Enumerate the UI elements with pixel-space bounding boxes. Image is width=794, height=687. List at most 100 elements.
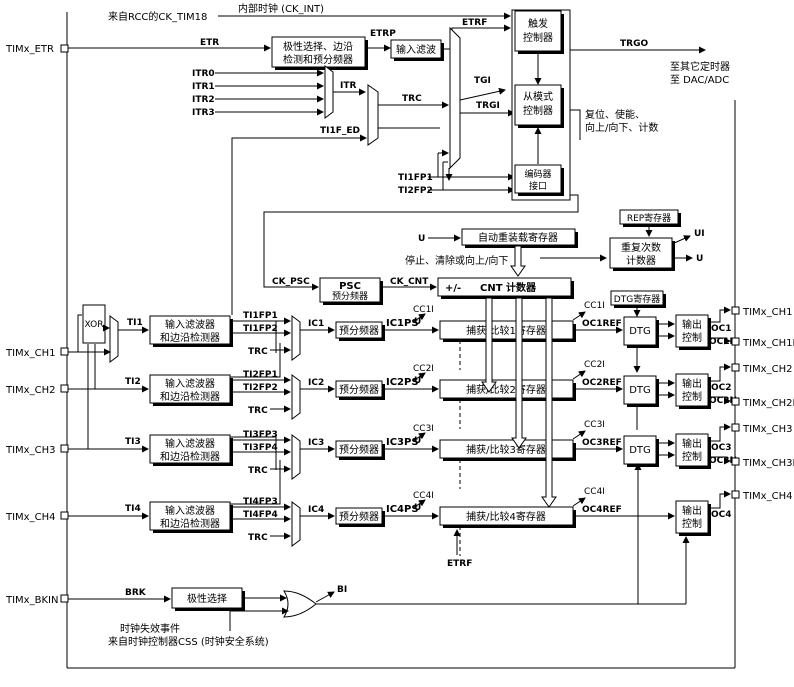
cc-label-4: 捕获/比较4寄存器 bbox=[466, 510, 546, 523]
oc-ch3: OC3 bbox=[711, 443, 732, 453]
svg-text:TIMx_CH1: TIMx_CH1 bbox=[742, 307, 792, 318]
cci-flag-ch4: CC4I bbox=[584, 487, 605, 497]
out-ch2-pin[interactable] bbox=[731, 363, 740, 372]
ch1-pin[interactable] bbox=[60, 347, 69, 356]
filter-label-2: 和边沿检测器 bbox=[160, 390, 220, 403]
prescaler-label-ch2: 预分频器 bbox=[339, 383, 379, 396]
svg-text:REP寄存器: REP寄存器 bbox=[627, 212, 671, 224]
fp-b-ch4: TI4FP4 bbox=[243, 510, 278, 520]
dtg-ch3 bbox=[623, 435, 657, 465]
repetition-counter: 重复次数 计数器 bbox=[609, 237, 675, 271]
svg-text:BI: BI bbox=[337, 585, 347, 595]
svg-text:TI1F_ED: TI1F_ED bbox=[320, 126, 360, 136]
ti1-mux bbox=[109, 315, 119, 363]
svg-text:自动重装载寄存器: 自动重装载寄存器 bbox=[478, 231, 558, 244]
svg-text:ITR2: ITR2 bbox=[192, 95, 215, 105]
svg-text:编码器: 编码器 bbox=[524, 168, 551, 180]
fp-b-ch2: TI2FP2 bbox=[243, 383, 278, 393]
svg-text:TIMx_CH1N: TIMx_CH1N bbox=[742, 338, 794, 349]
polarity-prescaler-block: 极性选择、边沿 检测和预分频器 bbox=[271, 36, 368, 70]
bkin-pin[interactable] bbox=[60, 594, 69, 603]
break-section: TIMx_BKIN BRK 极性选择 BI 时钟失效事件 来自时钟控制器CSS … bbox=[5, 463, 690, 648]
xor-gate bbox=[82, 304, 106, 344]
cc-label-3: 捕获/比较3寄存器 bbox=[466, 443, 546, 456]
trc-mux bbox=[367, 84, 379, 146]
svg-text:PSC: PSC bbox=[339, 281, 361, 292]
ch4-pin[interactable] bbox=[60, 511, 69, 520]
svg-text:TIMx_CH2: TIMx_CH2 bbox=[742, 364, 792, 375]
svg-text:TIMx_CH3N: TIMx_CH3N bbox=[742, 458, 794, 469]
svg-text:U: U bbox=[696, 254, 703, 264]
filter-label-1: 输入滤波器 bbox=[165, 437, 215, 450]
svg-text:+/-: +/- bbox=[445, 283, 461, 294]
outctrl-1-ch4: 输出 bbox=[682, 504, 702, 517]
outctrl-1-ch3: 输出 bbox=[682, 437, 702, 450]
psc-prescaler: PSC 预分频器 bbox=[319, 277, 383, 305]
svg-text:TRC: TRC bbox=[402, 94, 422, 104]
svg-text:向上/向下、计数: 向上/向下、计数 bbox=[585, 121, 658, 134]
svg-text:TIMx_CH3: TIMx_CH3 bbox=[742, 424, 792, 435]
out-ch3n-pin[interactable] bbox=[731, 457, 740, 466]
svg-text:接口: 接口 bbox=[529, 180, 547, 192]
input-filter-ch1 bbox=[149, 315, 231, 345]
svg-text:输入滤波: 输入滤波 bbox=[396, 43, 436, 56]
dtg-ch2 bbox=[623, 375, 657, 405]
fp-a-ch3: TI3FP3 bbox=[243, 430, 278, 440]
svg-text:预分频器: 预分频器 bbox=[332, 290, 368, 302]
output-control-ch1 bbox=[675, 314, 709, 348]
out-ch3-pin[interactable] bbox=[731, 423, 740, 432]
icps-ch3: IC3PS bbox=[386, 437, 419, 448]
outctrl-1-ch2: 输出 bbox=[682, 377, 702, 390]
u-ch1: U bbox=[414, 317, 421, 327]
svg-text:极性选择、边沿: 极性选择、边沿 bbox=[283, 40, 353, 53]
ic-mux-ch1 bbox=[291, 315, 301, 361]
svg-text:ITR0: ITR0 bbox=[192, 69, 215, 79]
out-ch1-pin[interactable] bbox=[731, 306, 740, 315]
svg-text:TI2FP2: TI2FP2 bbox=[398, 186, 433, 196]
fp-b-ch1: TI1FP2 bbox=[243, 324, 278, 334]
out-ch4-pin[interactable] bbox=[731, 490, 740, 499]
svg-text:TRGO: TRGO bbox=[620, 39, 648, 49]
trc-ch2: TRC bbox=[248, 406, 268, 416]
ic-ch3: IC3 bbox=[308, 438, 324, 448]
prescaler-label-ch3: 预分频器 bbox=[339, 443, 379, 456]
svg-text:CK_CNT: CK_CNT bbox=[390, 277, 429, 287]
out-ch1n-pin[interactable] bbox=[731, 337, 740, 346]
svg-text:U: U bbox=[418, 234, 425, 244]
ic-mux-ch4 bbox=[291, 501, 301, 547]
svg-text:停止、清除或向上/向下: 停止、清除或向上/向下 bbox=[405, 254, 508, 267]
trigger-controller: 触发 控制器 bbox=[514, 10, 564, 54]
filter-label-1: 输入滤波器 bbox=[165, 377, 215, 390]
ch3-pin[interactable] bbox=[60, 444, 69, 453]
cci-ch4: CC4I bbox=[413, 491, 434, 501]
polarity-select-block: 极性选择 bbox=[171, 587, 245, 611]
fp-a-ch2: TI2FP1 bbox=[243, 370, 278, 380]
dtg-register: DTG寄存器 bbox=[610, 290, 666, 308]
svg-text:XOR: XOR bbox=[85, 320, 104, 330]
svg-text:触发: 触发 bbox=[528, 17, 548, 30]
svg-text:TGI: TGI bbox=[474, 76, 491, 86]
out-ch2n-pin[interactable] bbox=[731, 397, 740, 406]
trc-ch4: TRC bbox=[248, 533, 268, 543]
autoreload-register: 自动重装载寄存器 bbox=[461, 228, 578, 248]
prescaler-label-ch1: 预分频器 bbox=[339, 324, 379, 337]
output-control-ch4 bbox=[675, 500, 709, 534]
filter-label-1: 输入滤波器 bbox=[165, 318, 215, 331]
svg-text:TIMx_CH4: TIMx_CH4 bbox=[742, 491, 792, 502]
etrp-signal: ETRP bbox=[370, 29, 396, 39]
ic-ch4: IC4 bbox=[308, 505, 324, 515]
ic-mux-ch2 bbox=[291, 374, 301, 420]
cc-label-2: 捕获/比较2寄存器 bbox=[466, 383, 546, 396]
cc-label-1: 捕获/比较1寄存器 bbox=[466, 324, 546, 337]
filter-label-2: 和边沿检测器 bbox=[160, 331, 220, 344]
etr-pin[interactable] bbox=[60, 44, 69, 53]
ch2-pin[interactable] bbox=[60, 384, 69, 393]
svg-text:复位、使能、: 复位、使能、 bbox=[585, 108, 645, 121]
cci-flag-ch3: CC3I bbox=[584, 420, 605, 430]
etr-signal: ETR bbox=[200, 38, 219, 48]
svg-text:TI4: TI4 bbox=[125, 504, 141, 514]
svg-text:极性选择: 极性选择 bbox=[187, 592, 227, 605]
ic-mux-ch3 bbox=[291, 434, 301, 480]
svg-text:TI1: TI1 bbox=[127, 318, 143, 328]
